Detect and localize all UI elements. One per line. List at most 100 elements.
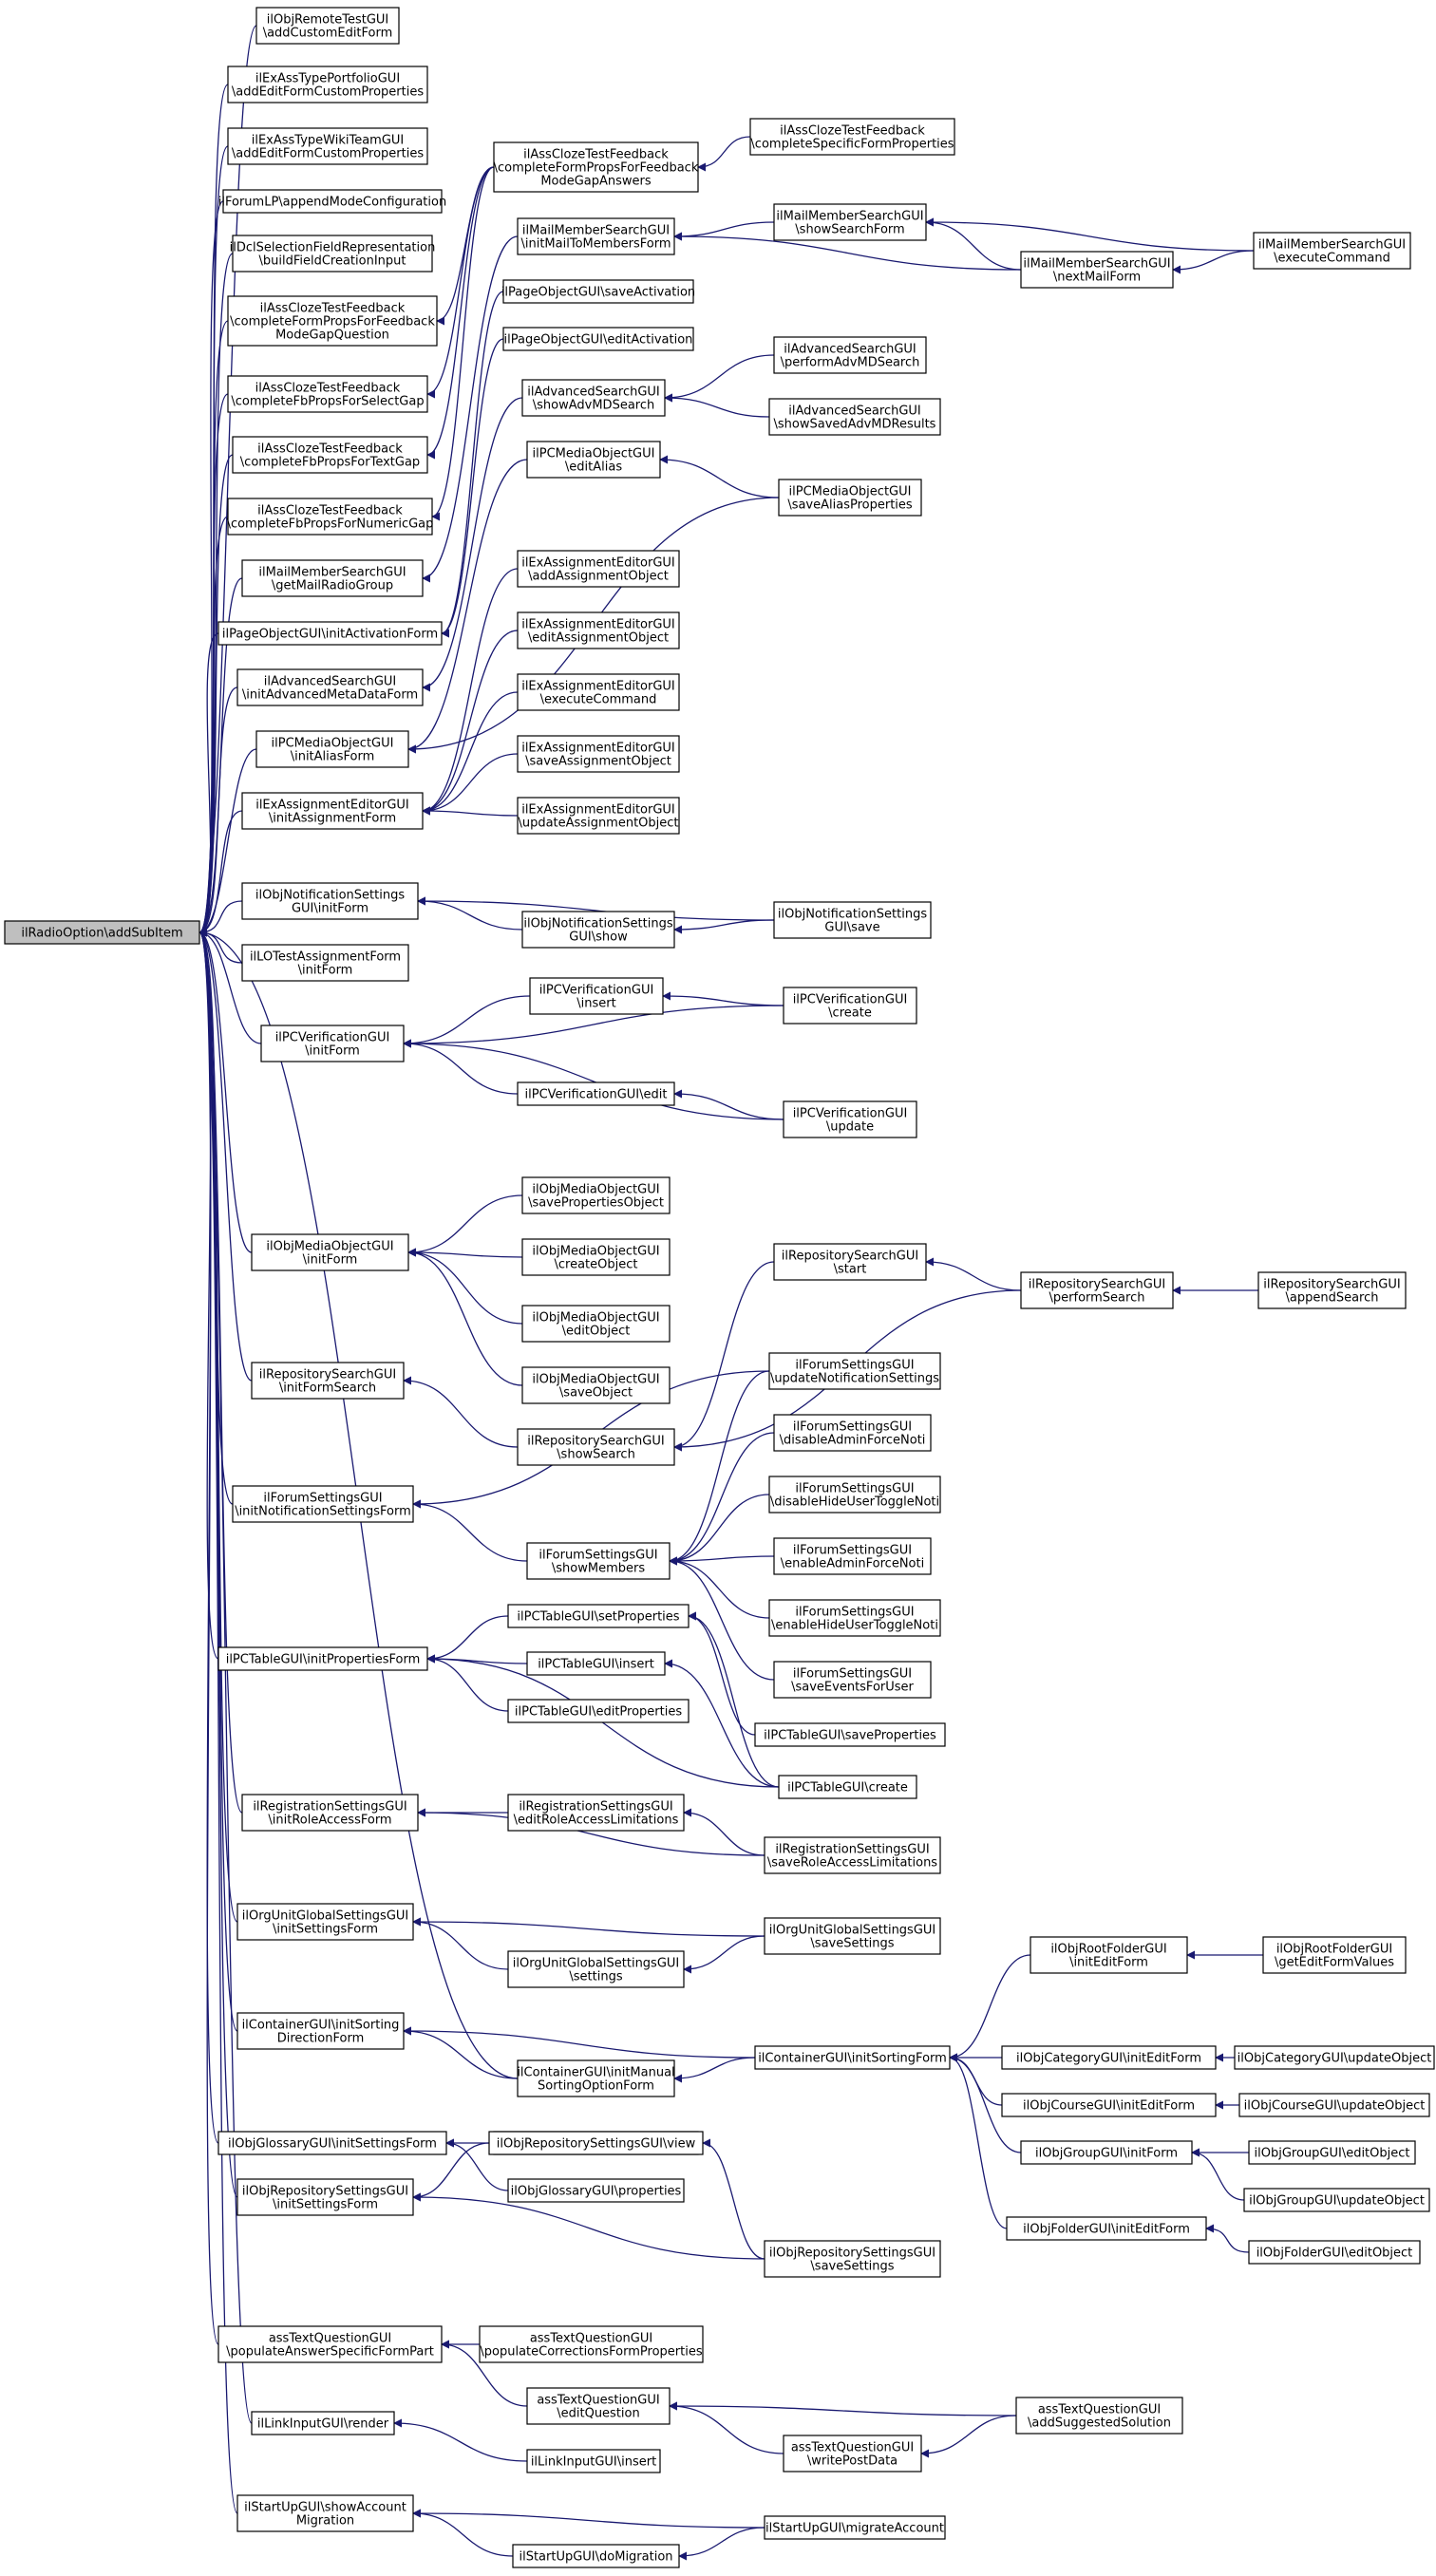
function-node-ilexassignmenteditorgui-addassignmentobject[interactable]: ilExAssignmentEditorGUI\addAssignmentObj… — [517, 550, 680, 588]
function-node-ilpcmediaobjectgui-initaliasform[interactable]: ilPCMediaObjectGUI\initAliasForm — [255, 730, 409, 768]
function-node-ilobjglossarygui-initsettingsform[interactable]: ilObjGlossaryGUI\initSettingsForm — [217, 2131, 447, 2155]
function-node-ilassclozetestfeedback-completeformpropsforfeedbackmodegapquestion[interactable]: ilAssClozeTestFeedback\completeFormProps… — [227, 295, 438, 347]
function-node-ilexassignmenteditorgui-editassignmentobject[interactable]: ilExAssignmentEditorGUI\editAssignmentOb… — [517, 611, 680, 649]
function-node-ilforumsettingsgui-showmembers[interactable]: ilForumSettingsGUI\showMembers — [526, 1542, 671, 1580]
function-node-ilexassignmenteditorgui-executecommand[interactable]: ilExAssignmentEditorGUI\executeCommand — [517, 673, 680, 711]
function-node-ilpctablegui-create[interactable]: ilPCTableGUI\create — [778, 1775, 917, 1799]
function-node-ilassclozetestfeedback-completeformpropsforfeedbackmodegapanswers[interactable]: ilAssClozeTestFeedback\completeFormProps… — [493, 141, 699, 193]
function-node-ilpcmediaobjectgui-savealiasproperties[interactable]: ilPCMediaObjectGUI\saveAliasProperties — [778, 479, 922, 517]
function-node-ilstartupgui-migrateaccount[interactable]: ilStartUpGUI\migrateAccount — [764, 2515, 946, 2540]
function-node-ilforumsettingsgui-enableadminforcenoti[interactable]: ilForumSettingsGUI\enableAdminForceNoti — [773, 1537, 932, 1575]
function-node-asstextquestiongui-writepostdata[interactable]: assTextQuestionGUI\writePostData — [783, 2435, 922, 2473]
function-node-ilpageobjectgui-saveactivation[interactable]: ilPageObjectGUI\saveActivation — [501, 279, 695, 304]
function-node-iladvancedsearchgui-showadvmdsearch[interactable]: ilAdvancedSearchGUI\showAdvMDSearch — [521, 379, 666, 417]
function-node-iladvancedsearchgui-performadvmdsearch[interactable]: ilAdvancedSearchGUI\performAdvMDSearch — [773, 336, 927, 374]
function-node-ilobjmediaobjectgui-createobject[interactable]: ilObjMediaObjectGUI\createObject — [521, 1238, 671, 1276]
function-node-ilforumsettingsgui-saveeventsforuser[interactable]: ilForumSettingsGUI\saveEventsForUser — [773, 1661, 932, 1699]
root-node[interactable]: ilRadioOption\addSubItem — [4, 920, 200, 945]
function-node-ilexassignmenteditorgui-initassignmentform[interactable]: ilExAssignmentEditorGUI\initAssignmentFo… — [241, 792, 424, 830]
function-node-ilpcverificationgui-create[interactable]: ilPCVerificationGUI\create — [783, 987, 917, 1025]
function-node-ilpctablegui-insert[interactable]: ilPCTableGUI\insert — [526, 1651, 666, 1676]
function-node-ilobjgroupgui-initform[interactable]: ilObjGroupGUI\initForm — [1020, 2140, 1193, 2165]
function-node-ilassclozetestfeedback-completespecificformproperties[interactable]: ilAssClozeTestFeedback\completeSpecificF… — [749, 118, 955, 156]
function-node-ilexassignmenteditorgui-saveassignmentobject[interactable]: ilExAssignmentEditorGUI\saveAssignmentOb… — [517, 735, 680, 773]
function-node-illotestassignmentform-initform[interactable]: ilLOTestAssignmentForm\initForm — [241, 944, 409, 982]
function-node-ilforumsettingsgui-disablehideusertogglenoti[interactable]: ilForumSettingsGUI\disableHideUserToggle… — [768, 1476, 941, 1514]
function-node-ilobjgroupgui-editobject[interactable]: ilObjGroupGUI\editObject — [1248, 2140, 1416, 2165]
function-node-ilpcverificationgui-update[interactable]: ilPCVerificationGUI\update — [783, 1100, 917, 1138]
function-node-ilobjmediaobjectgui-initform[interactable]: ilObjMediaObjectGUI\initForm — [251, 1233, 409, 1271]
function-node-asstextquestiongui-addsuggestedsolution[interactable]: assTextQuestionGUI\addSuggestedSolution — [1015, 2397, 1183, 2435]
function-node-ilobjrepositorysettingsgui-savesettings[interactable]: ilObjRepositorySettingsGUI\saveSettings — [764, 2240, 941, 2278]
function-node-ilobjrootfoldergui-geteditformvalues[interactable]: ilObjRootFolderGUI\getEditFormValues — [1262, 1936, 1407, 1974]
function-node-ilmailmembersearchgui-executecommand[interactable]: ilMailMemberSearchGUI\executeCommand — [1253, 232, 1411, 270]
function-node-ilobjrootfoldergui-initeditform[interactable]: ilObjRootFolderGUI\initEditForm — [1030, 1936, 1188, 1974]
function-node-ilpctablegui-setproperties[interactable]: ilPCTableGUI\setProperties — [507, 1604, 690, 1628]
function-node-ilstartupgui-domigration[interactable]: ilStartUpGUI\doMigration — [512, 2544, 680, 2568]
function-node-ilassclozetestfeedback-completefbpropsforselectgap[interactable]: ilAssClozeTestFeedback\completeFbPropsFo… — [227, 375, 428, 413]
function-node-ilregistrationsettingsgui-editroleaccesslimitations[interactable]: ilRegistrationSettingsGUI\editRoleAccess… — [507, 1794, 685, 1832]
function-node-ilobjremotetestgui-addcustomeditform[interactable]: ilObjRemoteTestGUI\addCustomEditForm — [255, 7, 400, 45]
function-node-ilforumsettingsgui-updatenotificationsettings[interactable]: ilForumSettingsGUI\updateNotificationSet… — [768, 1352, 941, 1390]
function-node-iladvancedsearchgui-showsavedadvmdresults[interactable]: ilAdvancedSearchGUI\showSavedAdvMDResult… — [768, 398, 941, 436]
function-node-ildclselectionfieldrepresentation-buildfieldcreationinput[interactable]: ilDclSelectionFieldRepresentation\buildF… — [230, 235, 436, 273]
function-node-ilforumsettingsgui-initnotificationsettingsform[interactable]: ilForumSettingsGUI\initNotificationSetti… — [232, 1485, 414, 1523]
function-node-ilpageobjectgui-editactivation[interactable]: ilPageObjectGUI\editActivation — [502, 327, 694, 351]
function-node-illinkinputgui-insert[interactable]: ilLinkInputGUI\insert — [526, 2449, 661, 2473]
function-node-asstextquestiongui-populateanswerspecificformpart[interactable]: assTextQuestionGUI\populateAnswerSpecifi… — [217, 2325, 443, 2363]
function-node-ilregistrationsettingsgui-initroleaccessform[interactable]: ilRegistrationSettingsGUI\initRoleAccess… — [241, 1794, 419, 1832]
function-node-ilobjfoldergui-initeditform[interactable]: ilObjFolderGUI\initEditForm — [1006, 2216, 1207, 2241]
function-node-ilrepositorysearchgui-initformsearch[interactable]: ilRepositorySearchGUI\initFormSearch — [251, 1362, 405, 1400]
function-node-ilmailmembersearchgui-showsearchform[interactable]: ilMailMemberSearchGUI\showSearchForm — [773, 203, 927, 241]
function-node-ilobjfoldergui-editobject[interactable]: ilObjFolderGUI\editObject — [1248, 2240, 1421, 2265]
function-node-asstextquestiongui-editquestion[interactable]: assTextQuestionGUI\editQuestion — [526, 2387, 671, 2425]
function-node-ilpcverificationgui-insert[interactable]: ilPCVerificationGUI\insert — [529, 977, 664, 1015]
function-node-ilregistrationsettingsgui-saveroleaccesslimitations[interactable]: ilRegistrationSettingsGUI\saveRoleAccess… — [764, 1836, 941, 1874]
function-node-ilorgunitglobalsettingsgui-savesettings[interactable]: ilOrgUnitGlobalSettingsGUI\saveSettings — [764, 1917, 941, 1955]
function-node-ilpcmediaobjectgui-editalias[interactable]: ilPCMediaObjectGUI\editAlias — [526, 441, 661, 479]
function-node-ilpageobjectgui-initactivationform[interactable]: ilPageObjectGUI\initActivationForm — [217, 621, 443, 646]
function-node-ilmailmembersearchgui-getmailradiogroup[interactable]: ilMailMemberSearchGUI\getMailRadioGroup — [241, 559, 424, 597]
function-node-ilobjmediaobjectgui-editobject[interactable]: ilObjMediaObjectGUI\editObject — [521, 1305, 671, 1343]
function-node-ilobjrepositorysettingsgui-initsettingsform[interactable]: ilObjRepositorySettingsGUI\initSettingsF… — [236, 2178, 414, 2216]
function-node-ilorgunitglobalsettingsgui-settings[interactable]: ilOrgUnitGlobalSettingsGUI\settings — [507, 1950, 685, 1988]
function-node-ilmailmembersearchgui-initmailtomembersform[interactable]: ilMailMemberSearchGUI\initMailToMembersF… — [517, 217, 675, 255]
function-node-ilobjgroupgui-updateobject[interactable]: ilObjGroupGUI\updateObject — [1243, 2188, 1430, 2212]
function-node-ilforumsettingsgui-disableadminforcenoti[interactable]: ilForumSettingsGUI\disableAdminForceNoti — [773, 1414, 932, 1452]
function-node-ilorgunitglobalsettingsgui-initsettingsform[interactable]: ilOrgUnitGlobalSettingsGUI\initSettingsF… — [236, 1903, 414, 1941]
function-node-ilexasstypewikiteamgui-addeditformcustomproperties[interactable]: ilExAssTypeWikiTeamGUI\addEditFormCustom… — [227, 127, 428, 165]
function-node-ilexassignmenteditorgui-updateassignmentobject[interactable]: ilExAssignmentEditorGUI\updateAssignment… — [517, 797, 680, 835]
function-node-illinkinputgui-render[interactable]: ilLinkInputGUI\render — [251, 2411, 395, 2435]
function-node-ilcontainergui-initsortingform[interactable]: ilContainerGUI\initSortingForm — [754, 2045, 951, 2070]
function-node-ilassclozetestfeedback-completefbpropsfortextgap[interactable]: ilAssClozeTestFeedback\completeFbPropsFo… — [232, 436, 428, 474]
function-node-asstextquestiongui-populatecorrectionsformproperties[interactable]: assTextQuestionGUI\populateCorrectionsFo… — [479, 2325, 704, 2363]
function-node-ilassclozetestfeedback-completefbpropsfornumericgap[interactable]: ilAssClozeTestFeedback\completeFbPropsFo… — [227, 498, 434, 536]
function-node-ilpctablegui-initpropertiesform[interactable]: ilPCTableGUI\initPropertiesForm — [217, 1646, 428, 1671]
function-node-iladvancedsearchgui-initadvancedmetadataform[interactable]: ilAdvancedSearchGUI\initAdvancedMetaData… — [236, 668, 424, 706]
function-node-ilobjcoursegui-initeditform[interactable]: ilObjCourseGUI\initEditForm — [1001, 2093, 1217, 2117]
function-node-ilobjcategorygui-updateobject[interactable]: ilObjCategoryGUI\updateObject — [1234, 2045, 1435, 2070]
function-node-ilobjrepositorysettingsgui-view[interactable]: ilObjRepositorySettingsGUI\view — [488, 2131, 704, 2155]
function-node-ilrepositorysearchgui-performsearch[interactable]: ilRepositorySearchGUI\performSearch — [1020, 1271, 1174, 1309]
function-node-ilobjglossarygui-properties[interactable]: ilObjGlossaryGUI\properties — [507, 2178, 685, 2203]
function-node-ilpcverificationgui-edit[interactable]: ilPCVerificationGUI\edit — [517, 1081, 675, 1106]
function-node-ilobjmediaobjectgui-saveobject[interactable]: ilObjMediaObjectGUI\saveObject — [521, 1366, 671, 1404]
function-node-ilcontainergui-initmanualsortingoptionform[interactable]: ilContainerGUI\initManualSortingOptionFo… — [517, 2059, 675, 2097]
function-node-ilrepositorysearchgui-showsearch[interactable]: ilRepositorySearchGUI\showSearch — [517, 1428, 675, 1466]
function-node-ilforumsettingsgui-enablehideusertogglenoti[interactable]: ilForumSettingsGUI\enableHideUserToggleN… — [768, 1599, 941, 1637]
function-node-ilexasstypeportfoliogui-addeditformcustomproperties[interactable]: ilExAssTypePortfolioGUI\addEditFormCusto… — [227, 66, 428, 103]
function-node-ilpctablegui-editproperties[interactable]: ilPCTableGUI\editProperties — [507, 1699, 690, 1723]
function-node-ilrepositorysearchgui-appendsearch[interactable]: ilRepositorySearchGUI\appendSearch — [1257, 1271, 1407, 1309]
function-node-ilforumlp-appendmodeconfiguration[interactable]: ilForumLP\appendModeConfiguration — [218, 189, 446, 214]
function-node-ilobjcoursegui-updateobject[interactable]: ilObjCourseGUI\updateObject — [1238, 2093, 1430, 2117]
function-node-ilobjcategorygui-initeditform[interactable]: ilObjCategoryGUI\initEditForm — [1001, 2045, 1217, 2070]
function-node-ilpctablegui-saveproperties[interactable]: ilPCTableGUI\saveProperties — [754, 1722, 946, 1747]
function-node-ilrepositorysearchgui-start[interactable]: ilRepositorySearchGUI\start — [773, 1243, 927, 1281]
function-node-ilmailmembersearchgui-nextmailform[interactable]: ilMailMemberSearchGUI\nextMailForm — [1020, 251, 1174, 289]
function-node-ilobjmediaobjectgui-savepropertiesobject[interactable]: ilObjMediaObjectGUI\savePropertiesObject — [521, 1176, 671, 1214]
